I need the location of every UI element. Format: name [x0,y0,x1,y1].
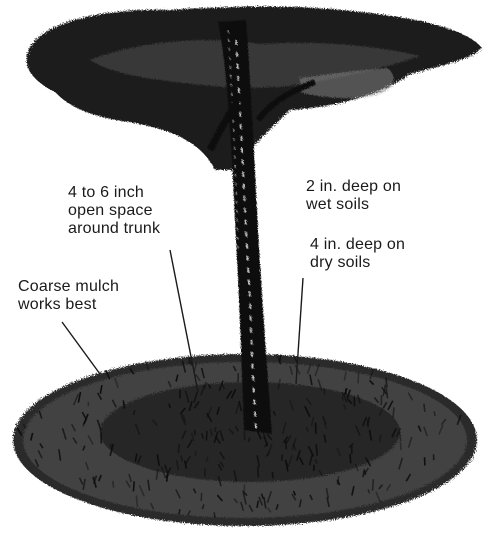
label-dry-soils: 4 in. deep on dry soils [310,236,405,272]
label-open-space: 4 to 6 inch open space around trunk [68,184,160,238]
leader-coarse-mulch [62,322,100,374]
tree-canopy [27,7,482,171]
label-wet-soils: 2 in. deep on wet soils [306,178,401,214]
label-coarse-mulch: Coarse mulch works best [18,278,119,314]
